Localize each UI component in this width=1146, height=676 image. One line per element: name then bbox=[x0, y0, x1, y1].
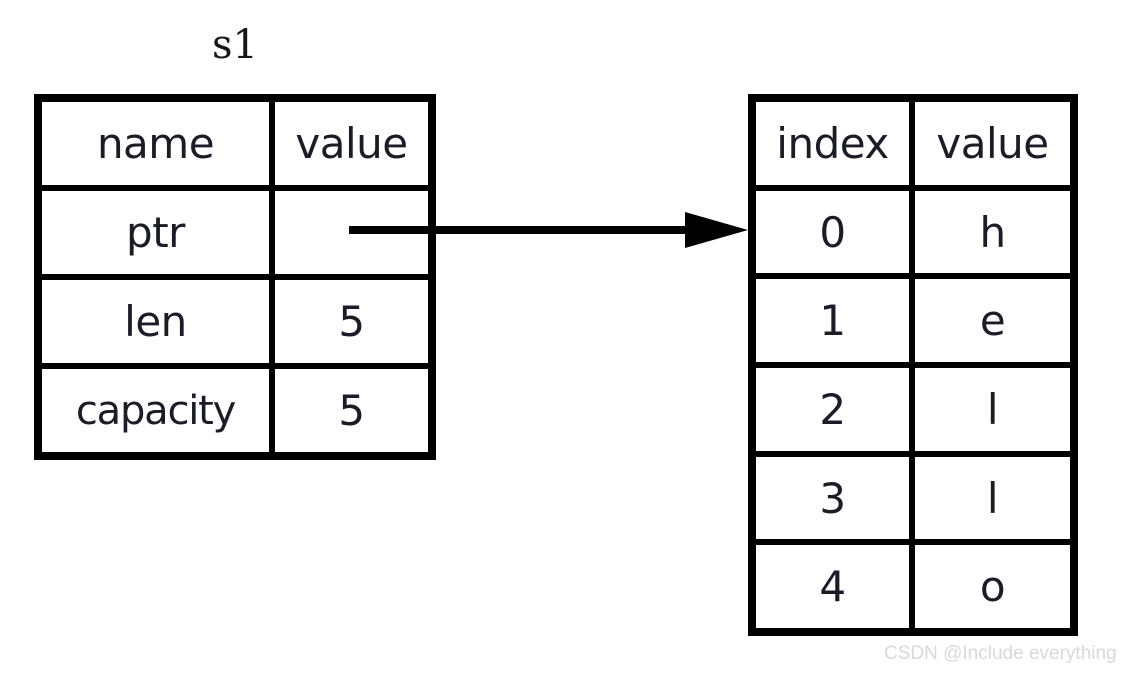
field-value-len: 5 bbox=[338, 297, 365, 346]
header-cell-name: name bbox=[42, 102, 275, 185]
field-name-capacity: capacity bbox=[42, 369, 275, 452]
header-cell-value: value bbox=[936, 118, 1049, 168]
header-cell-value: value bbox=[295, 119, 408, 168]
table-header-row: name value bbox=[42, 102, 428, 191]
buffer-value-4: o bbox=[979, 562, 1006, 612]
table-row: len 5 bbox=[42, 280, 428, 369]
struct-title-s1: s1 bbox=[212, 22, 258, 68]
field-value-capacity: 5 bbox=[338, 386, 365, 435]
table-row: capacity 5 bbox=[42, 369, 428, 452]
struct-table-s1: name value ptr len 5 capacity 5 bbox=[34, 94, 436, 460]
table-header-row: index value bbox=[756, 102, 1070, 191]
pointer-arrow-head bbox=[685, 212, 748, 248]
header-cell-index: index bbox=[756, 102, 915, 185]
field-name-len: len bbox=[42, 280, 275, 363]
table-row: 1 e bbox=[756, 279, 1070, 369]
field-name-ptr: ptr bbox=[42, 191, 275, 274]
buffer-index-2: 2 bbox=[756, 368, 915, 451]
table-row: 3 l bbox=[756, 456, 1070, 546]
buffer-value-2: l bbox=[986, 384, 999, 434]
field-value-ptr bbox=[275, 191, 428, 274]
table-row: ptr bbox=[42, 191, 428, 280]
buffer-index-3: 3 bbox=[756, 456, 915, 540]
buffer-value-3: l bbox=[986, 473, 999, 523]
table-row: 0 h bbox=[756, 190, 1070, 280]
table-row: 4 o bbox=[756, 545, 1070, 629]
buffer-index-0: 0 bbox=[756, 190, 915, 274]
buffer-value-0: h bbox=[979, 207, 1006, 257]
watermark: CSDN @Include everything bbox=[884, 643, 1117, 664]
buffer-value-1: e bbox=[979, 296, 1006, 346]
buffer-table: index value 0 h 1 e 2 l 3 l 4 o bbox=[748, 94, 1078, 636]
table-row: 2 l bbox=[756, 368, 1070, 457]
buffer-index-4: 4 bbox=[756, 545, 915, 629]
buffer-index-1: 1 bbox=[756, 279, 915, 363]
